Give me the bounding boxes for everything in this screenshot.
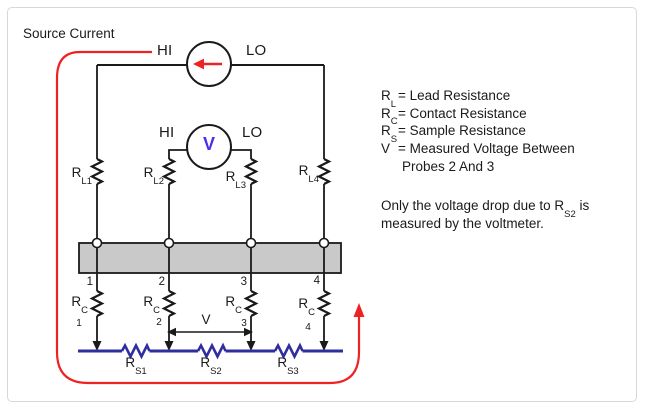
probe-arrowhead-2-icon [164,341,174,351]
probe-contact-4 [318,237,330,249]
rl3-label: RL3 [225,169,246,191]
voltmeter-lo-label: LO [242,124,263,141]
rc2-number: 2 [156,317,162,328]
probe-arrowhead-1-icon [92,341,102,351]
note-line-2: measured by the voltmeter. [381,216,544,231]
probe-contact-3 [245,237,257,249]
diagram-title: Source Current [23,26,115,41]
voltmeter-symbol [186,124,232,170]
legend: RL = Lead Resistance RC = Contact Resist… [381,87,575,176]
probe-number-2: 2 [158,276,165,288]
probe-arrowhead-3-icon [246,341,256,351]
note: Only the voltage drop due to RS2 is meas… [381,197,589,233]
source-current-arrowhead-icon [353,303,365,317]
voltmeter-hi-label: HI [159,124,175,141]
probe-number-3: 3 [240,276,247,288]
current-source-hi-label: HI [157,42,173,59]
rl4-label: RL4 [298,163,319,185]
resistor-symbol-rs2 [196,342,227,360]
probe-contact-1 [91,237,103,249]
rl2-label: RL2 [143,165,164,187]
rc1-label: RC [71,294,88,316]
resistor-symbol-rc1 [89,290,105,317]
probe-contact-2 [163,237,175,249]
legend-item-sample: RS = Sample Resistance [381,123,526,146]
resistor-symbol-rc4 [316,290,332,317]
legend-continuation: Probes 2 And 3 [402,158,495,174]
probe-number-4: 4 [313,275,320,287]
resistor-symbol-rl2 [161,158,177,185]
voltage-span-label: V [201,312,211,327]
diagram-frame [7,7,637,402]
resistor-symbol-rl3 [243,158,259,185]
resistor-symbol-rs3 [273,342,304,360]
resistor-symbol-rc3 [243,290,259,317]
rs1-label: RS1 [125,355,147,377]
probe-bar [78,242,342,274]
voltmeter-v-label: V [202,134,215,154]
resistor-symbol-rs1 [120,342,151,360]
legend-item-lead: RL = Lead Resistance [381,88,511,110]
resistor-symbol-rl4 [316,158,332,185]
legend-item-voltage: V = Measured Voltage Between [381,141,575,157]
rc4-number: 4 [305,322,311,333]
legend-item-contact: RC = Contact Resistance [381,105,527,128]
probe-line-3 [230,149,252,342]
current-source-lo-label: LO [246,42,267,59]
voltage-span-arrowhead-left-icon [167,327,176,337]
probe-number-1: 1 [86,276,93,288]
resistor-symbol-rl1 [89,158,105,185]
source-current-path [55,50,361,385]
rl1-label: RL1 [71,165,92,187]
rs3-label: RS3 [277,355,299,377]
rc4-label: RC [298,296,315,318]
rs2-label: RS2 [200,355,222,377]
rc2-label: RC [143,294,160,316]
note-line-1: Only the voltage drop due to RS2 is [381,198,590,220]
rc1-number: 1 [76,318,82,329]
current-source-arrowhead-icon [193,58,204,70]
probe-line-2 [168,149,188,342]
rc3-label: RC [225,294,242,316]
voltage-span-arrowhead-right-icon [244,327,253,337]
resistor-symbol-rc2 [161,290,177,317]
rc3-number: 3 [241,318,247,329]
probe-arrowhead-4-icon [319,341,329,351]
